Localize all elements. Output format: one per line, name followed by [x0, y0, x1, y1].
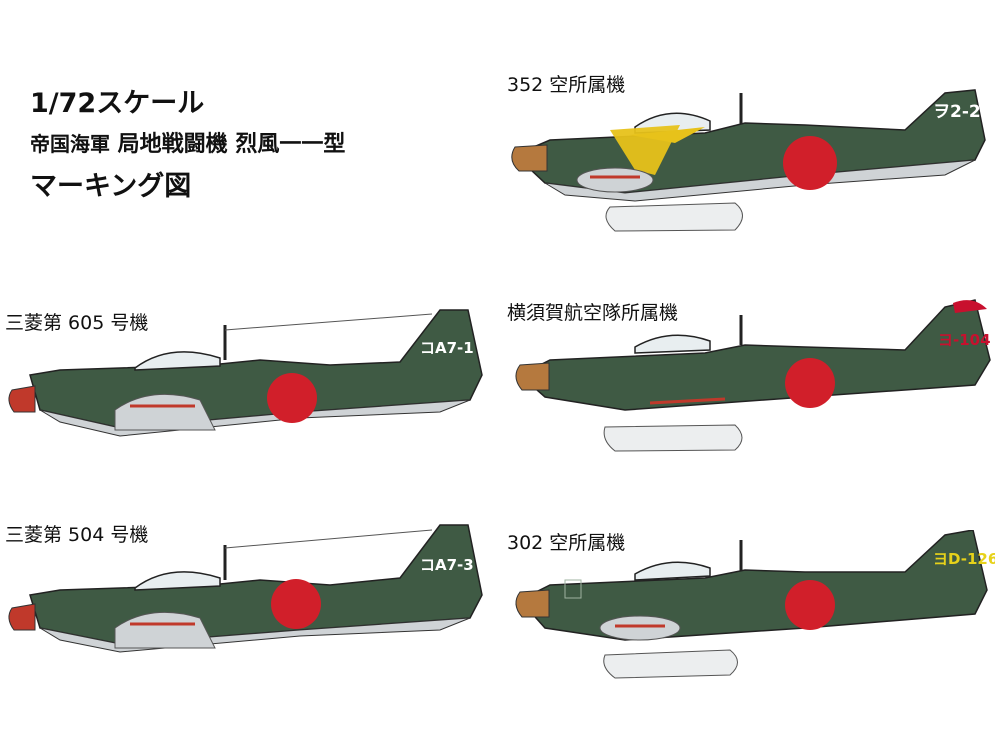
title-block: 1/72スケール 帝国海軍 局地戦闘機 烈風一一型 マーキング図 — [30, 90, 345, 217]
navy-label: 帝国海軍 — [30, 132, 110, 156]
aircraft-title: 帝国海軍 局地戦闘機 烈風一一型 — [30, 134, 345, 156]
tail-code-504: コA7-3 — [420, 556, 474, 574]
aircraft-302: ヨD-126 — [505, 530, 995, 690]
caption-352: 352 空所属機 — [507, 74, 626, 96]
caption-302: 302 空所属機 — [507, 532, 626, 554]
tail-code-605: コA7-1 — [420, 339, 474, 357]
tail-code-352: ヲ2-220 — [933, 102, 995, 122]
caption-605: 三菱第 605 号機 — [5, 312, 149, 334]
scale-title: 1/72スケール — [30, 88, 205, 119]
aircraft-504: コA7-3 — [0, 520, 500, 655]
aircraft-352: ヲ2-220 — [505, 85, 995, 245]
aircraft-605: コA7-1 — [0, 300, 500, 440]
marking-title: マーキング図 — [30, 171, 192, 202]
caption-yokosuka: 横須賀航空隊所属機 — [507, 302, 679, 324]
tail-code-302: ヨD-126 — [933, 550, 995, 568]
aircraft-yokosuka: ヨ-104 — [505, 295, 995, 465]
aircraft-name: 局地戦闘機 烈風一一型 — [117, 132, 346, 157]
tail-code-yokosuka: ヨ-104 — [938, 331, 991, 349]
caption-504: 三菱第 504 号機 — [5, 524, 149, 546]
